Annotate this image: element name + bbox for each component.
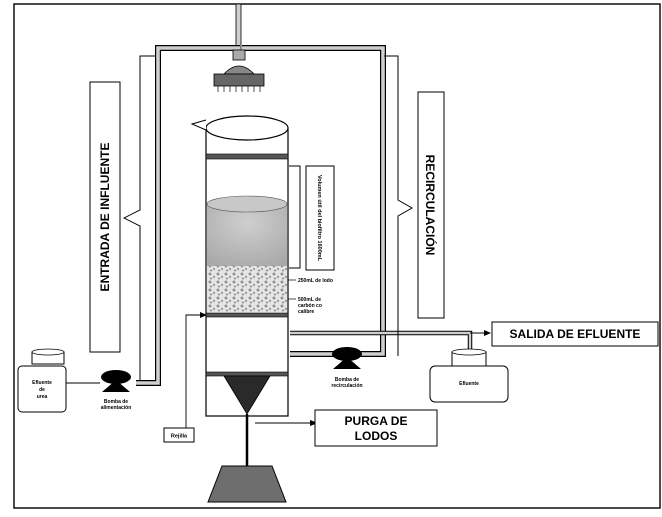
distributor-plate: [213, 73, 265, 87]
feed-tank-label-line3: urea: [37, 394, 48, 400]
reactor-top: [205, 115, 289, 141]
effluent-tank: [429, 365, 509, 403]
feed-pump-icon: [101, 370, 131, 384]
lower-plate: [205, 371, 289, 377]
rejilla-arrow-head: [200, 312, 207, 318]
volume-label-box: [305, 165, 335, 271]
carbon-bed: [207, 266, 287, 312]
feed-pump-label-line2: alimentación: [101, 405, 132, 411]
salida-label-box: [491, 321, 659, 347]
feed-tank-label-line2: de: [39, 387, 45, 393]
recirc-label: RECIRCULACIÓN: [423, 155, 438, 256]
support-plate: [205, 312, 289, 318]
salida-label: SALIDA DE EFLUENTE: [510, 327, 641, 341]
feed-pump-label-line1: Bomba de: [104, 399, 128, 405]
carbon-label-line3: calibre: [298, 309, 314, 315]
feed-tank: [17, 365, 67, 413]
rejilla-label-box: [163, 427, 195, 443]
feed-pump-base: [102, 380, 130, 392]
entrada-bracket: [122, 55, 156, 380]
recirc-label-box: [417, 91, 445, 319]
feed-pipe: [136, 46, 240, 385]
feed-tank-cap-top: [31, 348, 65, 356]
lodo-label: 250mL de lodo: [298, 278, 333, 284]
rejilla-pointer: [185, 314, 206, 430]
recirc-pump-base: [333, 357, 361, 369]
liquid-surface: [206, 195, 288, 213]
volume-label: Volumen útil del biofiltro 1600mL: [316, 175, 322, 262]
purga-arrow-head: [310, 420, 318, 426]
feed-tank-label-line1: Efluente: [32, 380, 52, 386]
recirc-bracket: [384, 55, 414, 356]
distributor-neck: [232, 49, 246, 61]
purga-label-line1: PURGA DE: [345, 414, 408, 428]
purga-label-line2: LODOS: [355, 429, 398, 443]
recirc-pump-label-line1: Bomba de: [335, 377, 359, 383]
effluent-tank-label: Efluente: [459, 381, 479, 387]
volume-bracket: [289, 165, 301, 269]
effluent-tank-cap-top: [451, 348, 487, 356]
carbon-label-line1: 500mL de: [298, 297, 321, 303]
recirc-pump-label-line2: recirculación: [331, 383, 362, 389]
liquid-volume: [207, 204, 287, 266]
reactor-spout: [190, 119, 207, 131]
entrada-label-box: [89, 81, 121, 353]
rejilla-label: Rejilla: [171, 434, 188, 440]
sludge-cone: [223, 375, 271, 415]
recirc-pump-icon: [332, 347, 362, 361]
top-pipe: [235, 3, 242, 53]
base-stand: [207, 465, 287, 503]
salida-arrow-head: [484, 330, 491, 336]
upper-plate: [205, 153, 289, 160]
entrada-label: ENTRADA DE INFLUENTE: [98, 143, 112, 292]
carbon-label-line2: carbón co: [298, 303, 322, 309]
purga-label-box: [314, 409, 438, 447]
